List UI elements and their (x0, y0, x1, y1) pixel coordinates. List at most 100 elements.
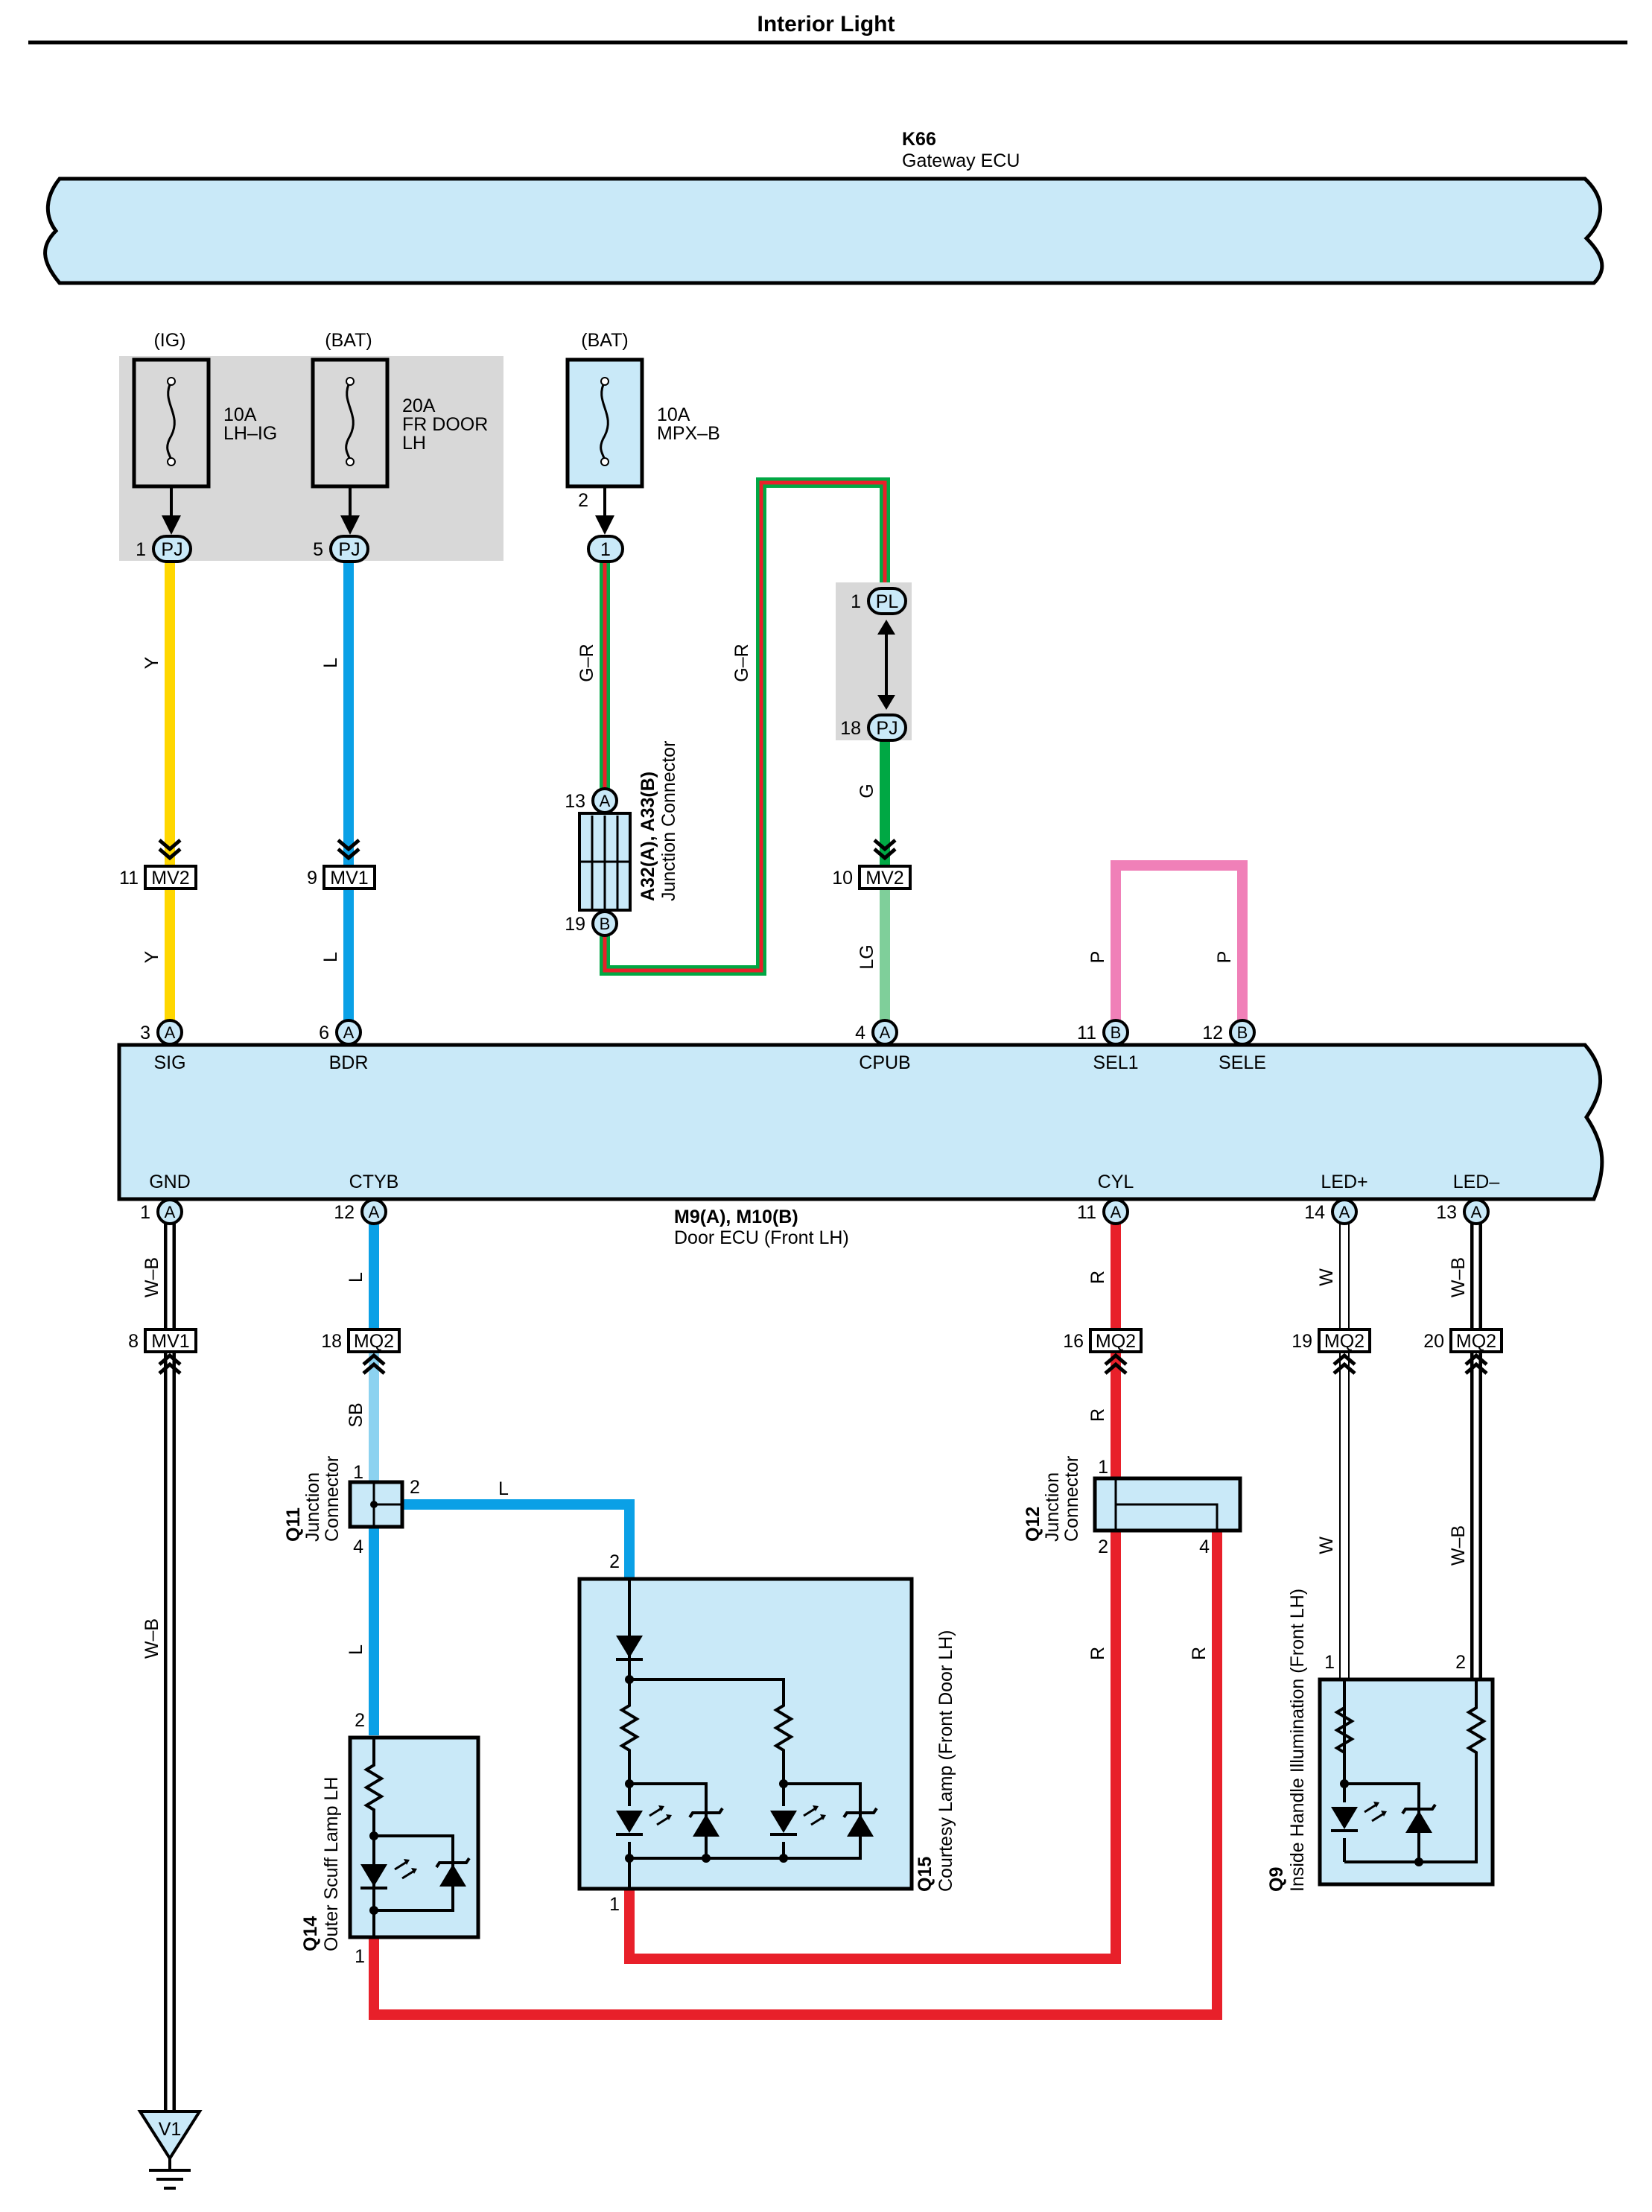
label-wire-g-r-2: G–R (731, 643, 752, 681)
svg-text:SELE: SELE (1219, 1052, 1266, 1073)
label-wire-g-r-1: G–R (576, 643, 597, 681)
conn-mv2-10: MV2 10 (832, 840, 912, 890)
conn-mv2-11: MV2 11 (119, 840, 197, 890)
svg-text:CYL: CYL (1098, 1172, 1134, 1192)
fuse-fr-door-lh: (BAT) 20A FR DOOR LH (311, 330, 488, 535)
svg-text:20A: 20A (402, 395, 436, 416)
conn-mq2-18: MQ2 18 (321, 1328, 401, 1373)
svg-text:Connector: Connector (322, 1456, 343, 1542)
svg-text:MV1: MV1 (330, 868, 368, 889)
wire-r-q15 (624, 1531, 1121, 1964)
label-wire-p-2: P (1214, 951, 1235, 964)
conn-pj-1: PJ 1 (136, 535, 192, 563)
svg-text:SIG: SIG (153, 1052, 185, 1073)
svg-text:12: 12 (334, 1202, 355, 1223)
svg-text:10A: 10A (657, 404, 690, 425)
svg-text:B: B (1237, 1023, 1248, 1042)
svg-text:2: 2 (609, 1551, 620, 1572)
svg-text:A: A (1339, 1203, 1350, 1221)
svg-text:12: 12 (1202, 1023, 1223, 1043)
conn-mq2-20: MQ2 20 (1423, 1328, 1503, 1373)
svg-text:18: 18 (321, 1331, 342, 1352)
svg-text:6: 6 (319, 1023, 329, 1043)
q11-junction-connector: 1 2 4 Q11 Junction Connector (283, 1456, 420, 1557)
label-wire-r-1: R (1087, 1271, 1108, 1284)
svg-text:4: 4 (353, 1536, 363, 1557)
svg-text:PJ: PJ (161, 539, 182, 560)
svg-text:13: 13 (1436, 1202, 1457, 1223)
svg-text:2: 2 (355, 1710, 365, 1731)
label-wire-l-3: L (346, 1272, 366, 1283)
svg-text:MV2: MV2 (151, 868, 189, 889)
wire-l-q15 (402, 1499, 635, 1583)
ecu-pin-gnd: GND A 1 (140, 1172, 191, 1225)
label-wire-w-b-2: W–B (1448, 1257, 1469, 1297)
svg-text:LED+: LED+ (1321, 1172, 1367, 1192)
conn-mq2-19: MQ2 19 (1292, 1328, 1371, 1373)
ecu-pin-ctyb: CTYB A 12 (334, 1172, 398, 1225)
svg-text:A: A (343, 1023, 355, 1042)
ecu-pin-sele: B 12 SELE (1202, 1019, 1266, 1073)
svg-text:Junction: Junction (1042, 1472, 1063, 1542)
wire-g-r (600, 477, 890, 976)
svg-text:1: 1 (1098, 1457, 1108, 1478)
label-wire-g: G (857, 784, 877, 798)
ecu-pin-cyl: CYL A 11 (1077, 1172, 1134, 1225)
svg-text:LH–IG: LH–IG (223, 423, 277, 444)
svg-text:(BAT): (BAT) (325, 330, 372, 351)
svg-text:10: 10 (832, 868, 853, 889)
svg-text:13: 13 (565, 791, 585, 812)
svg-text:14: 14 (1304, 1202, 1325, 1223)
ecu-pin-sig: A 3 SIG (140, 1019, 186, 1073)
wire-p (1111, 860, 1248, 1028)
conn-mv1-8: MV1 8 (128, 1328, 197, 1373)
svg-text:A: A (880, 1023, 891, 1042)
svg-text:SEL1: SEL1 (1093, 1052, 1138, 1073)
svg-text:A: A (165, 1203, 176, 1221)
q15-courtesy-lamp: 2 1 Q15 Courtesy Lamp (Front Door LH) (577, 1551, 956, 1915)
svg-text:Q11: Q11 (283, 1507, 304, 1542)
ecu-pin-bdr: A 6 BDR (319, 1019, 368, 1073)
gateway-ecu-code: K66 (902, 129, 936, 150)
svg-text:Q14: Q14 (300, 1916, 321, 1951)
svg-text:1: 1 (136, 539, 146, 560)
svg-text:MV2: MV2 (865, 868, 903, 889)
gateway-ecu-box (43, 177, 1604, 285)
svg-text:A: A (1111, 1203, 1122, 1221)
ecu-pin-led-plus: LED+ A 14 (1304, 1172, 1368, 1225)
svg-text:5: 5 (313, 539, 323, 560)
fuse-lh-ig: (IG) 10A LH–IG (132, 330, 277, 535)
svg-text:3: 3 (140, 1023, 150, 1043)
svg-text:(BAT): (BAT) (581, 330, 628, 351)
svg-text:GND: GND (149, 1172, 191, 1192)
svg-text:1: 1 (355, 1946, 365, 1967)
svg-text:20: 20 (1423, 1331, 1444, 1352)
ecu-pin-cpub: A 4 CPUB (855, 1019, 911, 1073)
door-ecu-box (117, 1043, 1604, 1201)
q9-inside-handle-illumination: 1 2 Q9 Inside Handle Illumination (Front… (1266, 1589, 1495, 1892)
svg-text:9: 9 (307, 868, 317, 889)
conn-pj-5: PJ 5 (313, 535, 369, 563)
svg-text:B: B (1111, 1023, 1122, 1042)
label-wire-w-b-3: W–B (142, 1618, 162, 1659)
svg-text:Junction Connector: Junction Connector (658, 741, 679, 901)
ecu-pin-led-minus: LED– A 13 (1436, 1172, 1499, 1225)
svg-text:MQ2: MQ2 (354, 1331, 394, 1352)
svg-text:4: 4 (855, 1023, 865, 1043)
svg-text:Q15: Q15 (915, 1857, 935, 1892)
svg-text:18: 18 (840, 718, 861, 739)
conn-mq2-16: MQ2 16 (1063, 1328, 1143, 1373)
label-wire-l-2: L (320, 952, 341, 962)
q12-junction-connector: 1 2 4 Q12 Junction Connector (1023, 1456, 1242, 1557)
junction-a32-a33: A 13 B 19 A32(A), A33(B) Junction Connec… (565, 741, 679, 937)
label-wire-w-2: W (1316, 1536, 1337, 1554)
svg-text:1: 1 (1324, 1652, 1335, 1673)
svg-text:1: 1 (353, 1462, 363, 1483)
svg-text:FR DOOR: FR DOOR (402, 414, 488, 435)
svg-text:MPX–B: MPX–B (657, 423, 720, 444)
svg-text:MQ2: MQ2 (1456, 1331, 1496, 1352)
svg-text:19: 19 (1292, 1331, 1312, 1352)
fuse-mpx-b: (BAT) 10A MPX–B 2 (565, 330, 720, 535)
conn-mv1-9: MV1 9 (307, 840, 376, 890)
